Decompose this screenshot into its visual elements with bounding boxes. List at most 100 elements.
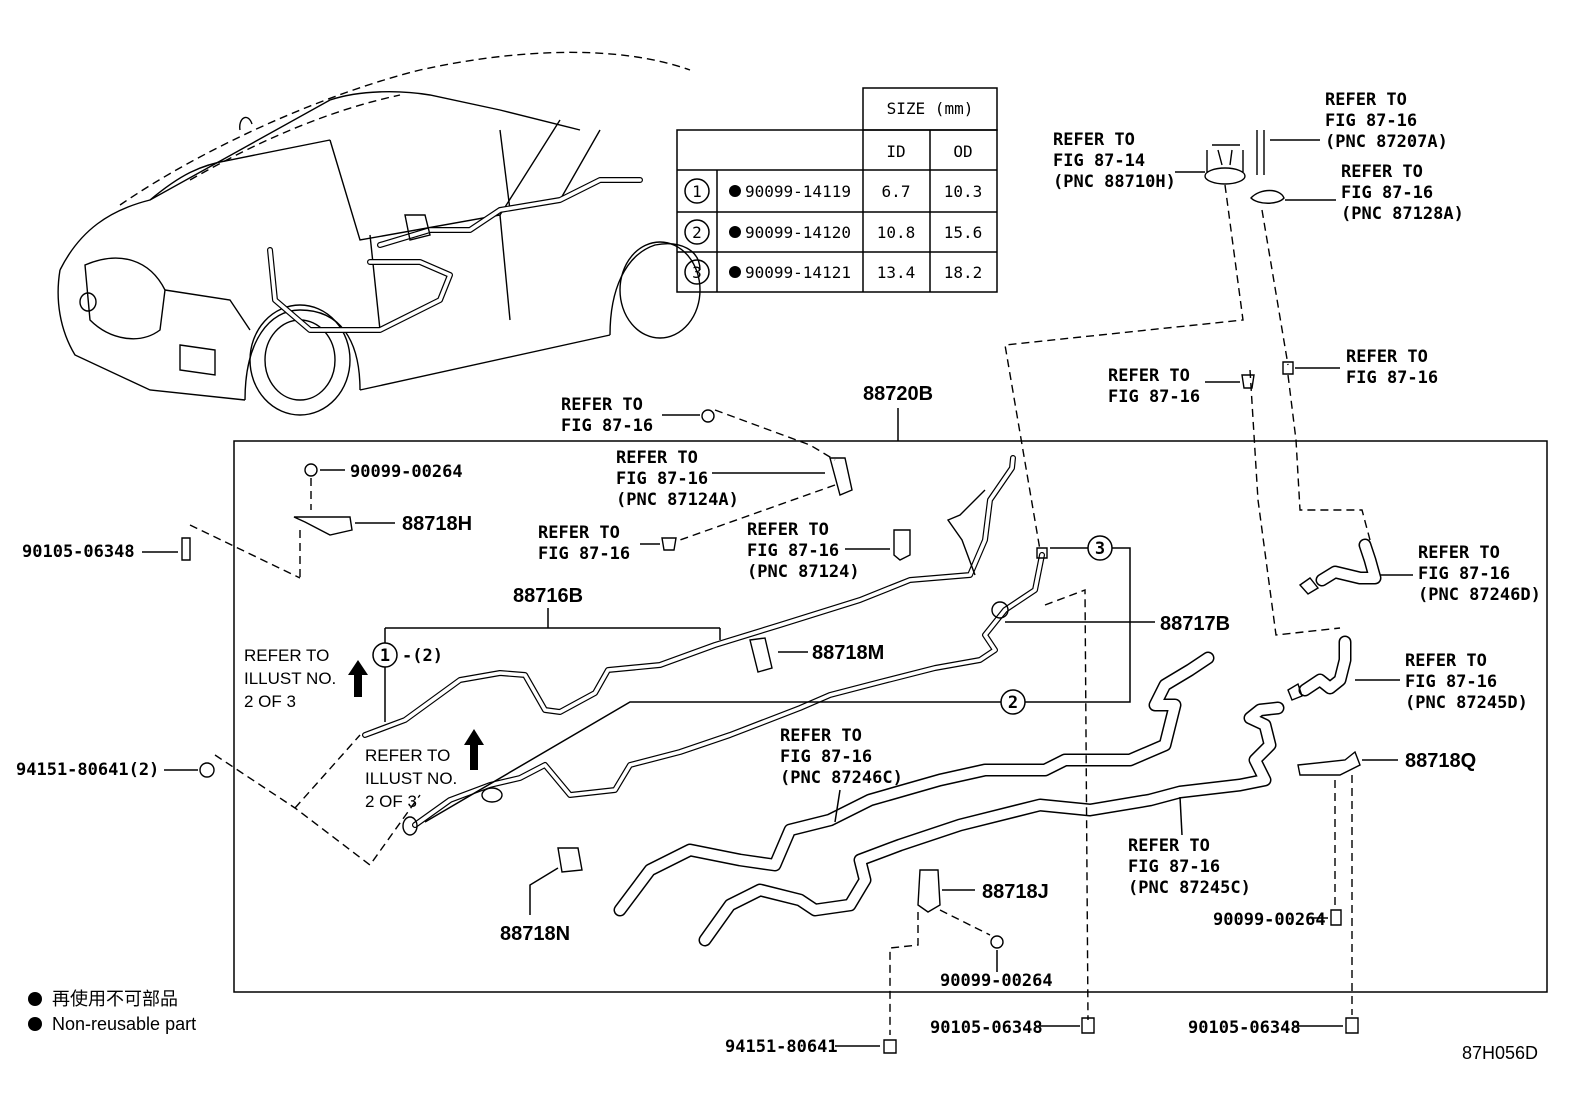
- svg-text:(PNC 87245D): (PNC 87245D): [1405, 693, 1528, 713]
- ref-88710h: REFER TO FIG 87-14 (PNC 88710H): [1053, 130, 1205, 192]
- bolt-90105-right: 90105-06348: [1188, 1017, 1359, 1038]
- svg-text:FIG 87-14: FIG 87-14: [1053, 151, 1145, 171]
- svg-text:90105-06348: 90105-06348: [22, 542, 135, 562]
- row-od: 15.6: [944, 223, 983, 242]
- diagram-code: 87H056D: [1462, 1043, 1538, 1063]
- row-num: 1: [692, 182, 702, 201]
- arrow-up-icon: [464, 729, 484, 770]
- non-reusable-dot-icon: [729, 226, 741, 238]
- hose-87245c: [698, 701, 1285, 947]
- hose-87246d: [1298, 538, 1382, 595]
- part-88718n: 88718N: [500, 923, 570, 945]
- callout-1-suffix: -(2): [402, 646, 443, 666]
- svg-text:FIG 87-16: FIG 87-16: [1128, 857, 1220, 877]
- svg-text:94151-80641: 94151-80641: [725, 1037, 838, 1057]
- bolt-icon: [1330, 909, 1342, 926]
- arrow-up-icon: [348, 660, 368, 697]
- svg-text:FIG 87-16: FIG 87-16: [1418, 564, 1510, 584]
- bolt-icon: [181, 537, 191, 561]
- bolt-icon: [990, 935, 1004, 949]
- svg-text:(PNC 87207A): (PNC 87207A): [1325, 132, 1448, 152]
- fuel-pump-part-icon: [1204, 130, 1285, 204]
- bolt-icon: [1345, 1017, 1359, 1034]
- non-reusable-dot-icon: [729, 185, 741, 197]
- bracket-88718q-icon: [1297, 750, 1361, 776]
- svg-text:(PNC 87128A): (PNC 87128A): [1341, 204, 1464, 224]
- row-num: 2: [692, 223, 702, 242]
- callout-2: 2: [1008, 693, 1018, 713]
- size-table: SIZE (mm) ID OD 1 90099-14119 6.7 10.3 2…: [676, 87, 998, 293]
- svg-text:(PNC 87246C): (PNC 87246C): [780, 768, 903, 788]
- bolt-icon: [304, 463, 318, 477]
- hose-87245d: [1287, 635, 1352, 701]
- part-88718h: 88718H: [402, 513, 472, 535]
- col-od: OD: [953, 142, 972, 161]
- svg-text:(PNC 87124A): (PNC 87124A): [616, 490, 739, 510]
- nut-94151-bottom: 94151-80641: [725, 1037, 897, 1057]
- clamp-87124-icon: [893, 529, 911, 561]
- clamp-88718m-icon: [749, 637, 773, 673]
- svg-text:REFER TO: REFER TO: [616, 448, 698, 468]
- svg-text:REFER TO: REFER TO: [561, 395, 643, 415]
- svg-text:REFER TO: REFER TO: [244, 646, 329, 665]
- svg-text:FIG 87-16: FIG 87-16: [747, 541, 839, 561]
- part-88720b: 88720B: [863, 383, 933, 405]
- pipe-main-2: [402, 547, 1048, 836]
- bolt-90099-top: 90099-00264: [304, 462, 463, 482]
- svg-text:(PNC 88710H): (PNC 88710H): [1053, 172, 1176, 192]
- clip-icon: [1241, 374, 1255, 389]
- row-id: 13.4: [877, 263, 916, 282]
- svg-text:REFER TO: REFER TO: [1405, 651, 1487, 671]
- row-od: 10.3: [944, 182, 983, 201]
- col-id: ID: [886, 142, 905, 161]
- ref-fig-right: REFER TO FIG 87-16: [1282, 347, 1438, 388]
- part-88718q: 88718Q: [1405, 750, 1476, 772]
- ref-fig-mid: REFER TO FIG 87-16: [1108, 366, 1255, 407]
- ref-87128a: REFER TO FIG 87-16 (PNC 87128A): [1285, 162, 1464, 224]
- nut-icon: [701, 409, 715, 423]
- svg-text:FIG 87-16: FIG 87-16: [1341, 183, 1433, 203]
- ref-87246c: REFER TO FIG 87-16 (PNC 87246C): [780, 726, 903, 823]
- svg-text:REFER TO: REFER TO: [1341, 162, 1423, 182]
- svg-text:ILLUST NO.: ILLUST NO.: [365, 769, 457, 788]
- svg-text:ILLUST NO.: ILLUST NO.: [244, 669, 336, 688]
- svg-text:REFER TO: REFER TO: [747, 520, 829, 540]
- row-id: 10.8: [877, 223, 916, 242]
- svg-text:90099-00264: 90099-00264: [1213, 910, 1326, 930]
- bolt-90105-left: 90105-06348: [22, 537, 191, 562]
- svg-text:(PNC 87124): (PNC 87124): [747, 562, 860, 582]
- row-part: 90099-14121: [745, 263, 851, 282]
- svg-text:REFER TO: REFER TO: [1325, 90, 1407, 110]
- svg-text:FIG 87-16: FIG 87-16: [780, 747, 872, 767]
- callout-1: 1: [380, 646, 390, 666]
- bracket-88718n-icon: [557, 847, 583, 873]
- non-reusable-dot-icon: [729, 266, 741, 278]
- svg-text:REFER TO: REFER TO: [1108, 366, 1190, 386]
- legend: 再使用不可部品 Non-reusable part: [28, 989, 196, 1034]
- svg-text:FIG 87-16: FIG 87-16: [1108, 387, 1200, 407]
- ref-87124a: REFER TO FIG 87-16 (PNC 87124A): [616, 448, 825, 510]
- part-88718m: 88718M: [812, 642, 884, 664]
- bolt-90099-right: 90099-00264: [1213, 909, 1342, 930]
- legend-jp: 再使用不可部品: [52, 989, 178, 1009]
- clip-icon: [661, 537, 677, 551]
- svg-text:REFER TO: REFER TO: [1053, 130, 1135, 150]
- svg-text:REFER TO: REFER TO: [1418, 543, 1500, 563]
- hose-87246c: [613, 651, 1215, 917]
- svg-text:REFER TO: REFER TO: [365, 746, 450, 765]
- bracket-88718j-icon: [917, 869, 941, 913]
- part-88718j: 88718J: [982, 881, 1049, 903]
- ref-illust-2: REFER TO ILLUST NO. 2 OF 3: [365, 729, 484, 811]
- svg-text:REFER TO: REFER TO: [1346, 347, 1428, 367]
- svg-text:90099-00264: 90099-00264: [350, 462, 463, 482]
- nut-icon: [199, 762, 215, 778]
- row-num: 3: [692, 263, 702, 282]
- svg-text:FIG 87-16: FIG 87-16: [1405, 672, 1497, 692]
- svg-text:FIG 87-16: FIG 87-16: [1325, 111, 1417, 131]
- non-reusable-dot-icon: [28, 1017, 42, 1031]
- ref-87246d: REFER TO FIG 87-16 (PNC 87246D): [1380, 543, 1541, 605]
- nut-94151-left: 94151-80641(2): [16, 760, 215, 780]
- svg-text:REFER TO: REFER TO: [1128, 836, 1210, 856]
- legend-en: Non-reusable part: [52, 1014, 196, 1034]
